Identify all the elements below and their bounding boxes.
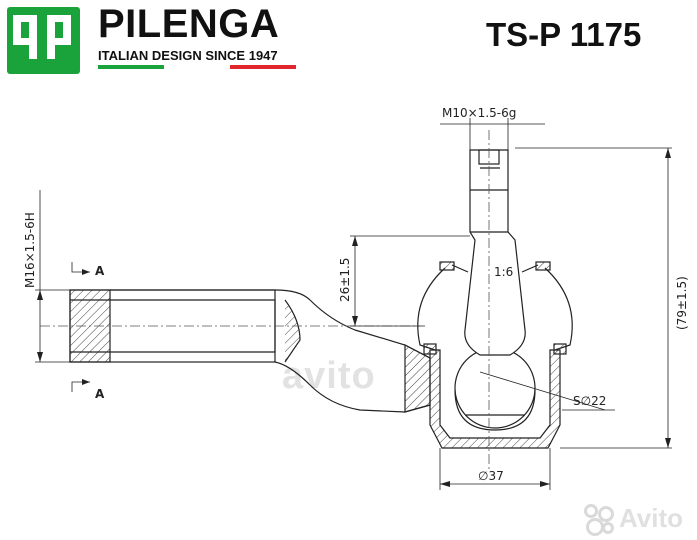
- brand-tagline: ITALIAN DESIGN SINCE 1947: [98, 48, 278, 63]
- avito-watermark-text: Avito: [618, 503, 683, 533]
- dim-sphere: S∅22: [573, 394, 606, 408]
- pilenga-logo: [7, 7, 80, 74]
- section-mark-top: A: [95, 264, 105, 278]
- dust-boot: [417, 261, 573, 355]
- ball-stud: [464, 149, 526, 356]
- dim-thread-top: M10×1.5-6g: [442, 106, 516, 120]
- avito-dots-icon: [583, 503, 614, 536]
- watermark-center: avito: [282, 355, 376, 397]
- dim-thread-end: M16×1.5-6H: [23, 212, 37, 288]
- part-number: TS-P 1175: [486, 16, 642, 53]
- italian-flag-bar: [98, 65, 296, 69]
- dim-height-ball: 26±1.5: [338, 258, 352, 302]
- arm-body: [110, 289, 431, 413]
- brand-name: PILENGA: [98, 2, 280, 46]
- dim-base-dia: ∅37: [478, 469, 504, 483]
- ball-housing: [429, 347, 561, 449]
- dim-taper: 1:6: [494, 265, 513, 279]
- avito-watermark: Avito: [583, 503, 683, 536]
- dim-height-total: (79±1.5): [675, 276, 689, 330]
- logo-qp-icon: [13, 15, 71, 59]
- section-mark-bottom: A: [95, 387, 105, 401]
